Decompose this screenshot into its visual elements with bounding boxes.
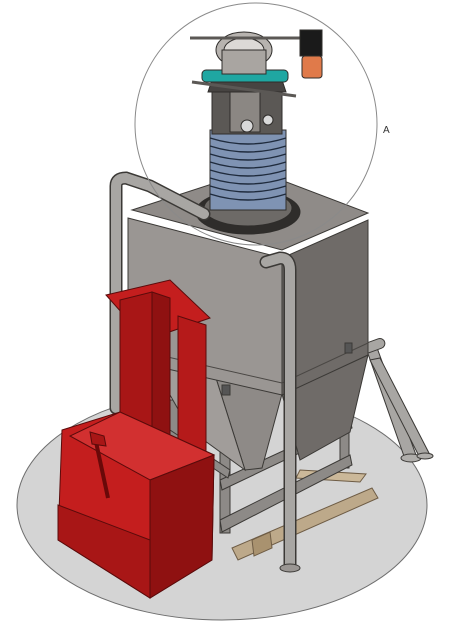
vacuum-conveyor xyxy=(190,29,323,235)
detail-callout-label: A xyxy=(383,125,390,136)
bag-dump-station xyxy=(57,279,216,599)
transfer-pipe xyxy=(109,171,301,573)
detail-callout-circle xyxy=(134,2,378,246)
